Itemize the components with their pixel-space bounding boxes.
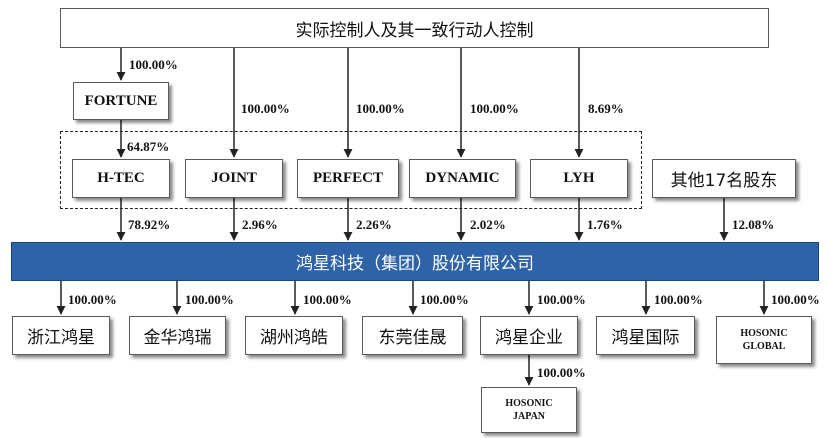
sub-7-pct: 100.00% xyxy=(771,292,820,307)
holder-dynamic-box: DYNAMIC xyxy=(409,159,516,198)
hosonic-japan-box: HOSONIC JAPAN xyxy=(481,387,577,433)
sub-2-pct: 100.00% xyxy=(185,292,234,307)
lyh-pct-in: 8.69% xyxy=(588,101,624,116)
dynamic-pct-in: 100.00% xyxy=(470,101,519,116)
fortune-pct-in: 100.00% xyxy=(129,57,178,72)
sub-1-pct: 100.00% xyxy=(68,292,117,307)
subsidiary-dongguan-box: 东莞佳晟 xyxy=(362,316,463,355)
actual-controller-box: 实际控制人及其一致行动人控制 xyxy=(60,8,769,48)
holder-lyh-box: LYH xyxy=(530,159,628,198)
subsidiary-enterprise-box: 鸿星企业 xyxy=(480,316,578,355)
subsidiary-huzhou-box: 湖州鸿皓 xyxy=(245,316,343,355)
sub-4-pct: 100.00% xyxy=(420,292,469,307)
subsidiary-international-box: 鸿星国际 xyxy=(596,316,695,355)
joint-pct-in: 100.00% xyxy=(241,101,290,116)
sub-5-pct: 100.00% xyxy=(537,292,586,307)
holder-perfect-box: PERFECT xyxy=(297,159,399,198)
fortune-box: FORTUNE xyxy=(73,82,169,120)
holder-joint-box: JOINT xyxy=(185,159,283,198)
subsidiary-jinhua-box: 金华鸿瑞 xyxy=(129,316,226,355)
perfect-pct-in: 100.00% xyxy=(356,101,405,116)
sub-6-pct: 100.00% xyxy=(654,292,703,307)
lyh-pct-out: 1.76% xyxy=(587,217,623,232)
perfect-pct-out: 2.26% xyxy=(356,217,392,232)
dynamic-pct-out: 2.02% xyxy=(470,217,506,232)
subsidiary-zhejiang-box: 浙江鸿星 xyxy=(12,316,110,355)
sub-3-pct: 100.00% xyxy=(303,292,352,307)
company-bar: 鸿星科技（集团）股份有限公司 xyxy=(11,242,819,281)
holder-htec-box: H-TEC xyxy=(72,159,170,198)
japan-pct: 100.00% xyxy=(537,365,586,380)
htec-pct-in: 64.87% xyxy=(127,139,170,154)
other-shareholders-box: 其他17名股东 xyxy=(652,159,796,198)
joint-pct-out: 2.96% xyxy=(242,217,278,232)
htec-pct-out: 78.92% xyxy=(128,217,171,232)
subsidiary-hosonic-global-box: HOSONIC GLOBAL xyxy=(716,316,812,364)
others-pct-out: 12.08% xyxy=(732,217,775,232)
concerted-parties-group xyxy=(60,131,642,209)
